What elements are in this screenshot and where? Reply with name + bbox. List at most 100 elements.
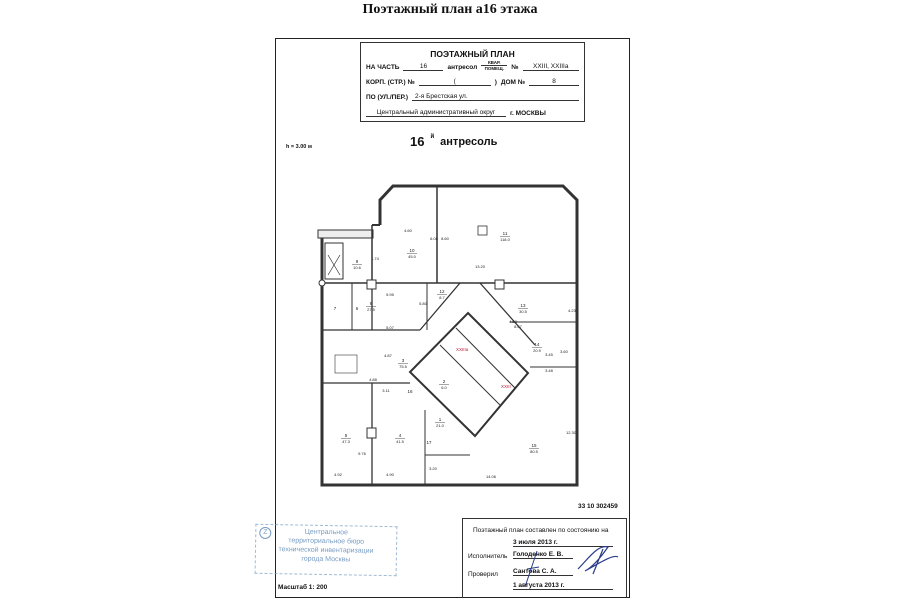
room-number: 1 (439, 417, 442, 422)
dimension-label: 4.87 (384, 353, 393, 358)
dimension-label: 6.08 (430, 236, 439, 241)
checker-label: Проверил (468, 571, 498, 578)
checker-name: Сантова С. А. (513, 568, 573, 576)
district-value: Центральный административный округ (366, 109, 506, 117)
room-number: 12 (439, 289, 445, 294)
outer-wall (320, 184, 579, 487)
floor-heading: 16 й антресоль (410, 134, 497, 149)
cert-date: 3 июля 2013 г. (513, 539, 613, 547)
dimension-label: 3.11 (382, 388, 390, 393)
bureau-stamp: Z Центральное территориальное бюро техни… (254, 523, 398, 577)
room-number: 13 (520, 303, 526, 308)
dimension-label: 4.92 (334, 472, 343, 477)
dom-label: ДОМ № (500, 79, 526, 86)
signature (524, 550, 540, 588)
street-value: 2-я Брестская ул. (412, 93, 579, 101)
korp-value: ( (418, 78, 491, 86)
room-area: 27.5 (367, 307, 376, 312)
unit-label: XXIIIa (456, 347, 469, 352)
dimension-label: 8.07 (514, 324, 523, 329)
dimension-label: 3.48 (545, 368, 554, 373)
street-label: ПО (УЛ./ПЕР.) (366, 94, 409, 101)
dimension-label: 4.88 (369, 377, 378, 382)
room-number: 5 (345, 433, 348, 438)
floor-suffix: й (430, 134, 435, 140)
part-label: НА ЧАСТЬ (366, 64, 400, 71)
document-code: 33 10 302459 (578, 503, 618, 510)
room-area: 6.0 (441, 385, 447, 390)
korp-label: КОРП. (СТР.) № (366, 79, 415, 86)
part-value: 16 (403, 63, 444, 71)
certification-block: Поэтажный план составлен по состоянию на… (462, 518, 627, 598)
kvar-label: КВАР. (481, 60, 508, 66)
pomeshch-label: ПОМЕЩ. (484, 66, 504, 71)
room-area: 118.0 (500, 237, 510, 242)
city-value: г. МОСКВЫ (510, 110, 546, 117)
unit-label: XXIII (501, 384, 511, 389)
dimension-label: 4.60 (404, 228, 413, 233)
dimension-label: 3.20 (429, 466, 438, 471)
dom-value: 8 (529, 78, 579, 86)
korp-close: ) (494, 79, 497, 86)
stairs (334, 354, 358, 374)
dimension-label: 1.74 (371, 256, 380, 261)
room-area: 45.0 (408, 254, 417, 259)
executor-label: Исполнитель (468, 553, 508, 560)
room-number: 9 (356, 259, 359, 264)
dimension-label: 8.60 (441, 236, 450, 241)
room-area: 8.7 (439, 295, 445, 300)
dimension-label: 5.95 (386, 292, 395, 297)
room-area: 30.5 (519, 309, 528, 314)
part-type: антресол (447, 64, 478, 71)
room-area: 47.3 (342, 439, 351, 444)
walls (317, 184, 579, 487)
room-number: 8 (370, 301, 373, 306)
elevator (324, 242, 344, 280)
dimension-label: 3.60 (560, 349, 569, 354)
room-number: 6 (356, 306, 359, 311)
plan-sheet (275, 38, 630, 598)
room-number: 3 (402, 358, 405, 363)
floor-word: антресоль (440, 136, 498, 148)
dimension-label: 4.23 (568, 308, 577, 313)
title-block-header: ПОЭТАЖНЫЙ ПЛАН (430, 49, 515, 59)
balcony (317, 229, 374, 239)
title-block: ПОЭТАЖНЫЙ ПЛАН НА ЧАСТЬ 16 антресол КВАР… (360, 42, 585, 122)
cert-line: Поэтажный план составлен по состоянию на (473, 527, 609, 534)
room-number: 16 (407, 389, 413, 394)
room-number: 15 (531, 443, 537, 448)
room-number: 2 (443, 379, 446, 384)
dimension-label: 4.90 (386, 472, 395, 477)
no-value: XXIII, XXIIIa (522, 63, 579, 71)
core (408, 311, 530, 438)
dimension-label: 4.88 (509, 319, 518, 324)
room-number: 10 (409, 248, 415, 253)
cert-date-2: 1 августа 2013 г. (513, 582, 613, 590)
dimension-label: 5.07 (386, 325, 395, 330)
room-number: 11 (503, 231, 508, 236)
page-title: Поэтажный план а16 этажа (362, 2, 538, 17)
room-area: 21.0 (436, 423, 445, 428)
executor-name: Голоденко Е. В. (513, 551, 573, 559)
dimension-label: 3.45 (545, 352, 554, 357)
signature (577, 546, 619, 575)
dimension-label: 13.20 (475, 264, 486, 269)
floor-number: 16 (410, 134, 425, 149)
dimension-label: 9.76 (358, 451, 367, 456)
room-number: 4 (399, 433, 402, 438)
room-number: 14 (534, 342, 540, 347)
ceiling-height: h = 3.00 м (286, 144, 312, 150)
no-label: № (511, 64, 519, 71)
room-area: 20.9 (533, 348, 542, 353)
room-area: 75.5 (399, 364, 408, 369)
room-area: 10.6 (353, 265, 362, 270)
stamp-line: города Москвы (301, 555, 351, 564)
dimension-label: 12.30 (566, 430, 577, 435)
room-number: 17 (426, 440, 432, 445)
dimension-label: 14.06 (486, 474, 497, 479)
room-area: 41.5 (396, 439, 405, 444)
room-area: 80.5 (530, 449, 539, 454)
